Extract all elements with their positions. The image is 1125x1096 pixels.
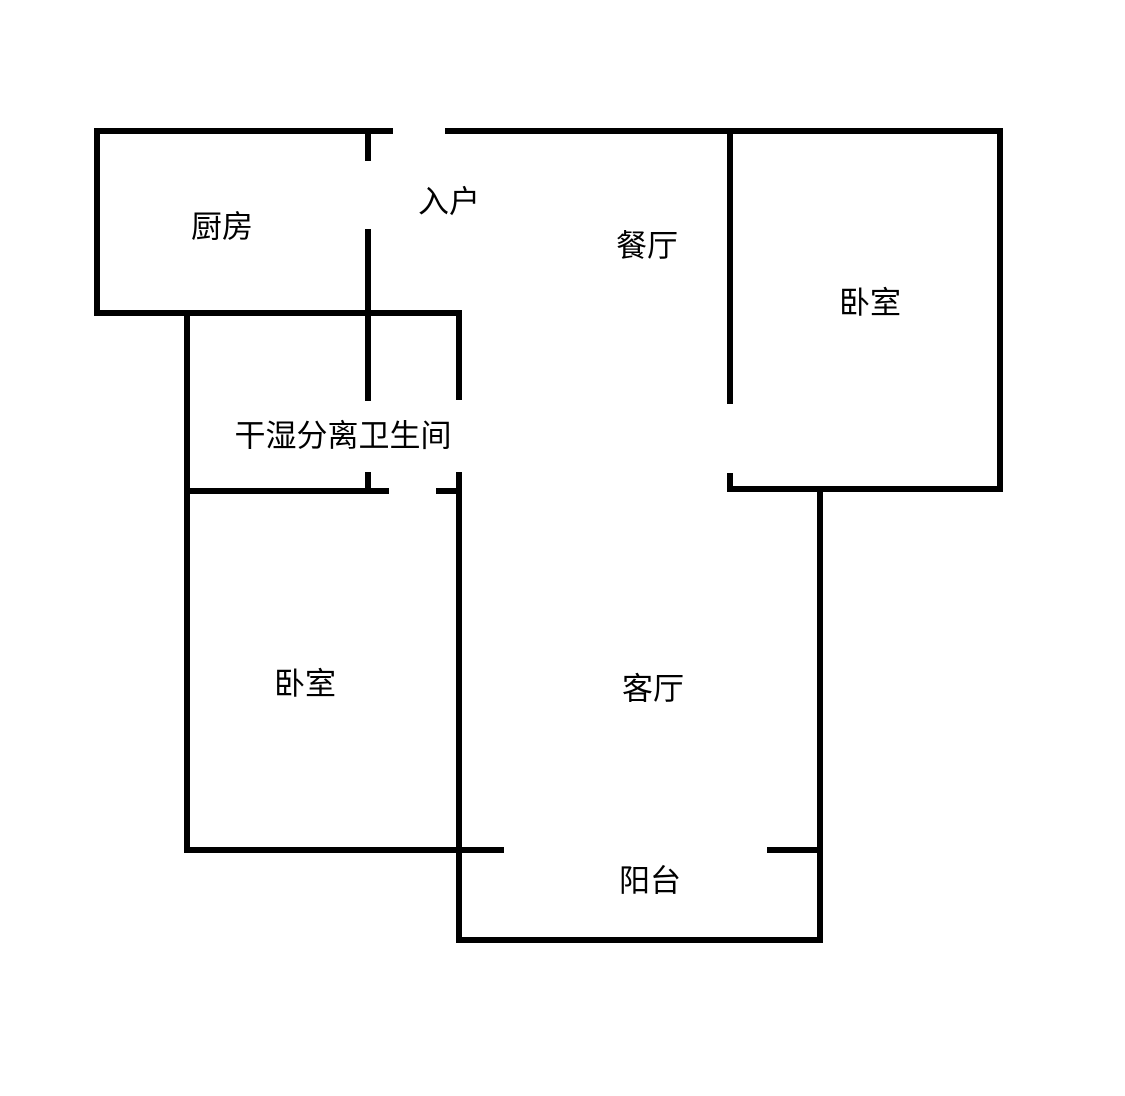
label-entrance: 入户 bbox=[418, 185, 480, 221]
walls bbox=[94, 128, 1003, 943]
label-kitchen: 厨房 bbox=[191, 210, 253, 246]
label-living: 客厅 bbox=[622, 672, 684, 708]
label-balcony: 阳台 bbox=[619, 864, 681, 900]
label-bedroom-west: 卧室 bbox=[274, 667, 336, 703]
label-dining: 餐厅 bbox=[616, 229, 678, 265]
label-bedroom-east: 卧室 bbox=[839, 286, 901, 322]
room-labels: 厨房 入户 餐厅 卧室 干湿分离卫生间 卧室 客厅 阳台 bbox=[191, 185, 901, 900]
label-bathroom: 干湿分离卫生间 bbox=[235, 419, 452, 455]
